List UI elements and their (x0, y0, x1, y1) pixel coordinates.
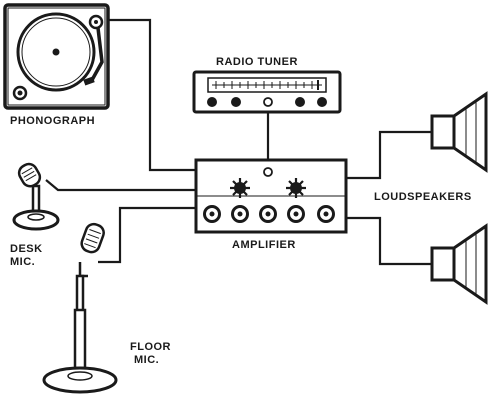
desk-mic-label-line2: MIC. (10, 256, 35, 268)
floor-microphone (44, 222, 116, 392)
tuner-knob (295, 97, 305, 107)
amplifier (196, 160, 346, 232)
amplifier-label: AMPLIFIER (232, 239, 296, 251)
desk-microphone (14, 161, 58, 229)
amplifier-knob (286, 178, 306, 198)
tuner-indicator (264, 98, 272, 106)
loudspeakers-label: LOUDSPEAKERS (374, 191, 472, 203)
radio-tuner-label: RADIO TUNER (216, 56, 298, 68)
floor-mic-label-line2: MIC. (134, 354, 159, 366)
tuner-knob (317, 97, 327, 107)
wire-loudspeaker-upper (346, 132, 432, 178)
tuner-knob (207, 97, 217, 107)
loudspeaker-upper (432, 94, 486, 170)
wire-phonograph (108, 20, 196, 170)
amplifier-pilot-lamp (264, 168, 272, 176)
amplifier-knob (230, 178, 250, 198)
loudspeaker-lower (432, 226, 486, 302)
radio-tuner (194, 72, 340, 112)
wire-loudspeaker-lower (346, 218, 432, 264)
phonograph-label: PHONOGRAPH (10, 115, 95, 127)
tuner-knob (231, 97, 241, 107)
wire-desk-mic (46, 180, 196, 190)
desk-mic-label-line1: DESK (10, 243, 43, 255)
floor-mic-label-line1: FLOOR (130, 341, 171, 353)
phonograph (5, 5, 108, 108)
wire-floor-mic (98, 208, 196, 262)
